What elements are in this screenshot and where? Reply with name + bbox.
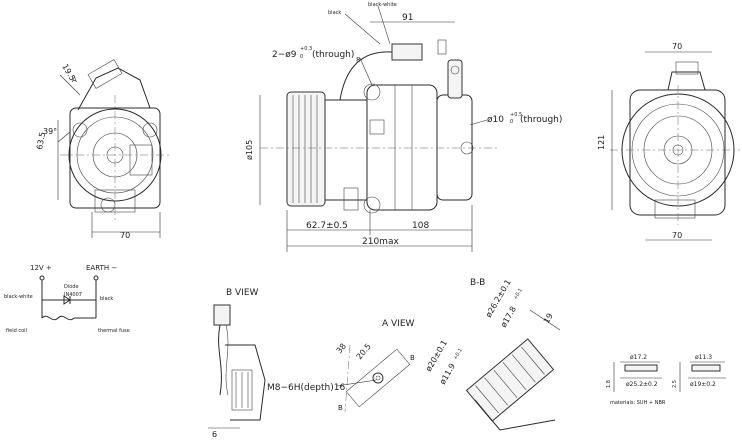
left-angle-39: 39° bbox=[43, 127, 57, 136]
bb-title: B-B bbox=[470, 278, 485, 288]
a-view-dim-20: 20.5 bbox=[355, 342, 373, 361]
right-dim-70-bottom: 70 bbox=[672, 231, 682, 240]
seal-details: ø17.2 ø25.2±0.2 1.8 ø11.3 ø19±0.2 2.5 ma… bbox=[606, 354, 726, 406]
bb-dia-17: ø17.8 bbox=[499, 305, 518, 329]
label-12v: 12V + bbox=[30, 264, 52, 272]
holes-through: (through) bbox=[312, 50, 354, 60]
dim-210: 210max bbox=[362, 237, 399, 247]
wiring-diagram: 12V + EARTH − black-white black Diode IN… bbox=[4, 264, 130, 334]
left-dim-a: A bbox=[72, 76, 77, 84]
label-black: black bbox=[100, 296, 113, 302]
bb-dia-11: ø11.9 bbox=[438, 362, 457, 386]
detail2-side: 2.5 bbox=[672, 380, 678, 388]
label-black-white: black-white bbox=[4, 294, 33, 300]
bb-dia17-tol: +0.1 bbox=[513, 287, 524, 301]
top-connector bbox=[391, 43, 423, 61]
right-dim-121: 121 bbox=[597, 135, 606, 150]
detail1-side: 1.8 bbox=[606, 380, 612, 388]
dim-108: 108 bbox=[412, 221, 429, 231]
holes-tol0: 0 bbox=[300, 54, 303, 60]
detail2-bottom: ø19±0.2 bbox=[690, 381, 716, 388]
a-view: A VIEW 38 20.5 B B M8−6H(depth)16 bbox=[267, 319, 415, 413]
b-view-title: B VIEW bbox=[226, 288, 259, 298]
detail1-top: ø17.2 bbox=[630, 354, 647, 361]
label-diode-part: IN4007 bbox=[64, 292, 82, 298]
a-view-b-mark-top: B bbox=[410, 354, 415, 362]
dim-105: ø105 bbox=[245, 140, 254, 160]
a-view-dim-38: 38 bbox=[335, 342, 348, 356]
holes-label: 2−ø9 bbox=[272, 50, 297, 60]
bb-dim-19: 19 bbox=[542, 312, 555, 325]
right-dim-70-top: 70 bbox=[672, 42, 682, 51]
label-thermal-fuse: thermal fuse bbox=[98, 328, 130, 334]
b-view-dim-6: 6 bbox=[212, 430, 217, 439]
left-dim-70: 70 bbox=[120, 231, 130, 240]
wire-black: black bbox=[328, 10, 341, 16]
right-front-view: 70 121 70 bbox=[597, 42, 740, 241]
dim-62-7: 62.7±0.5 bbox=[306, 221, 348, 231]
label-earth: EARTH − bbox=[86, 264, 117, 272]
dia10-through: (through) bbox=[520, 115, 562, 125]
dim-8: 8 bbox=[356, 56, 360, 64]
dim-91: 91 bbox=[402, 13, 413, 23]
left-front-view: 70 63.5 39° 19.5 A bbox=[35, 59, 170, 240]
holes-tol: +0.3 bbox=[300, 46, 312, 52]
a-view-b-mark-bottom: B bbox=[338, 404, 343, 412]
material-note: materials: SUH + NBR bbox=[610, 400, 666, 406]
left-dim-63: 63.5 bbox=[35, 131, 47, 150]
a-view-title: A VIEW bbox=[382, 319, 415, 329]
dia10-tol: +0.5 bbox=[510, 112, 522, 118]
a-view-thread: M8−6H(depth)16 bbox=[267, 383, 345, 393]
bb-dia11-tol: +0.1 bbox=[453, 347, 464, 361]
bb-section: B-B ø20±0.1 ø11.9 +0.1 ø26.2±0.1 ø17.8 +… bbox=[424, 278, 561, 431]
label-diode: Diode bbox=[64, 284, 79, 290]
detail2-top: ø11.3 bbox=[695, 354, 712, 361]
detail1-bottom: ø25.2±0.2 bbox=[626, 381, 658, 388]
b-view-connector bbox=[213, 304, 231, 326]
b-view: B VIEW 6 bbox=[208, 288, 266, 439]
wire-black-white: black-white bbox=[368, 2, 397, 8]
dia10-tol0: 0 bbox=[510, 119, 513, 125]
center-side-view: ø105 91 black black-white 8 2−ø9 +0.3 0 … bbox=[245, 2, 562, 252]
label-field-coil: field coil bbox=[6, 328, 27, 334]
dia-10: ø10 bbox=[487, 115, 504, 125]
